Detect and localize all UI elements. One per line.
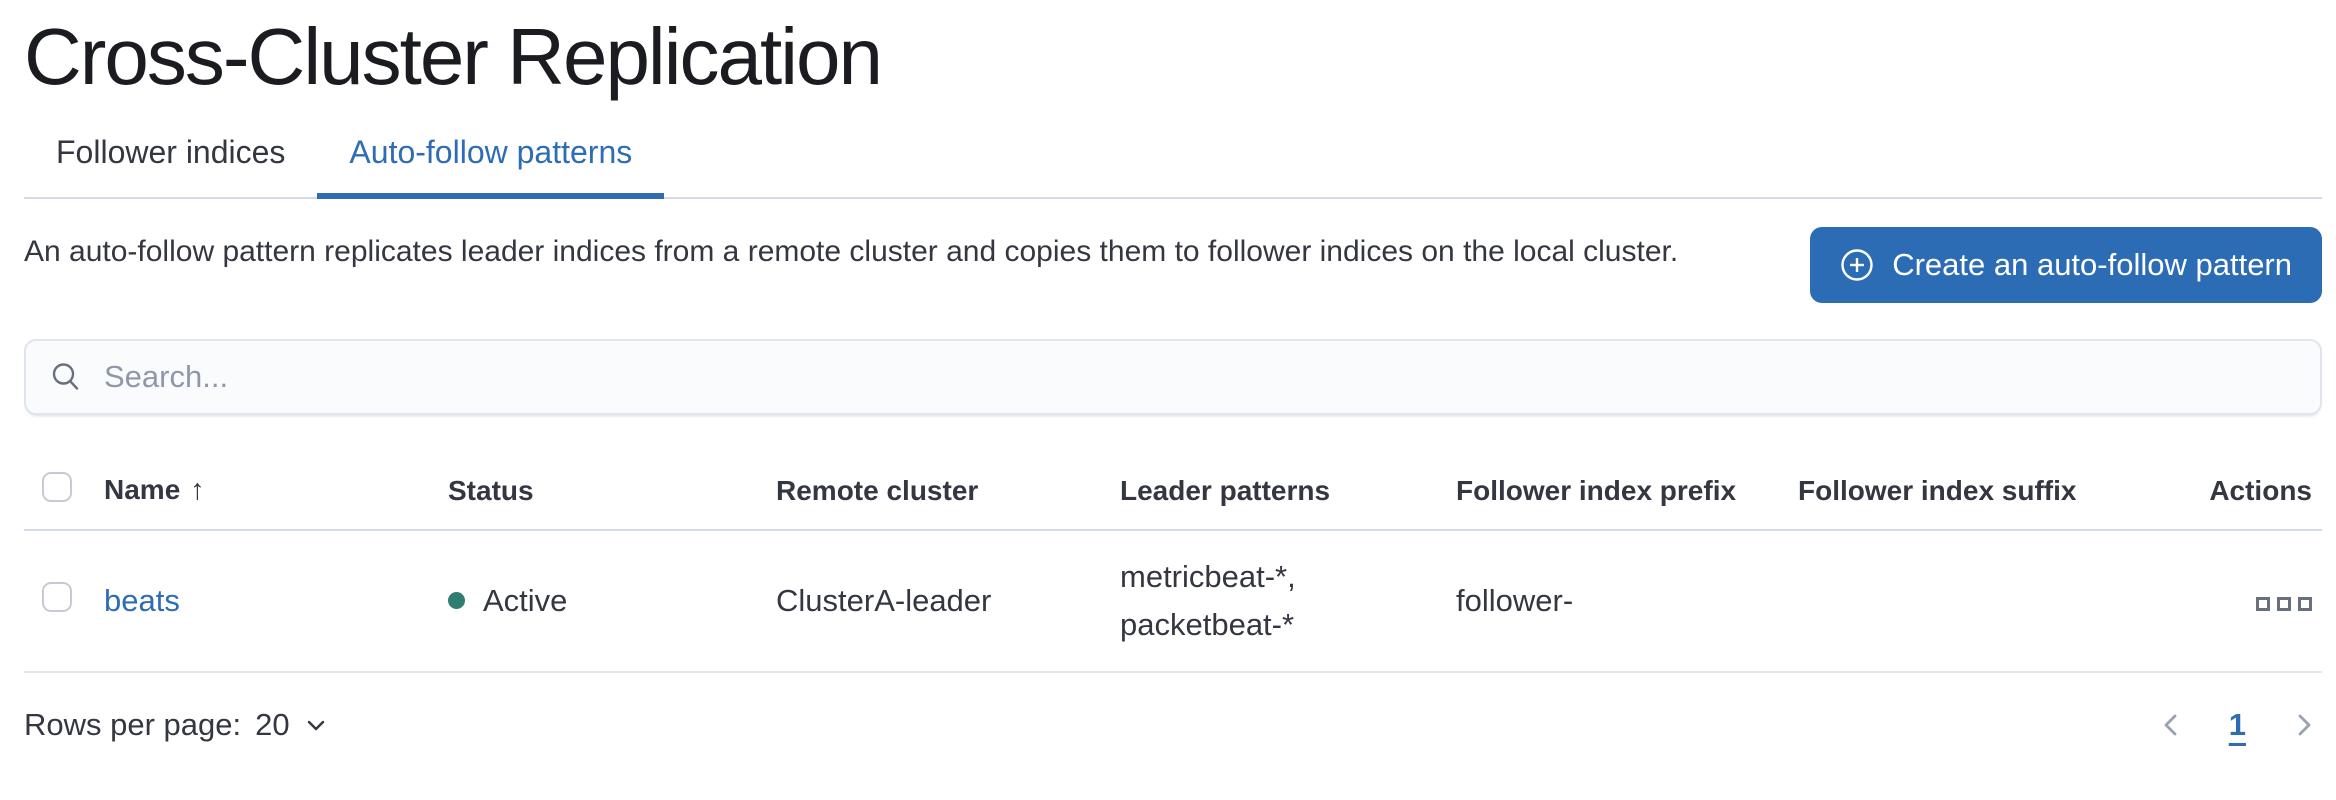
rows-per-page-label: Rows per page: [24, 706, 242, 742]
sort-ascending-icon: ↑ [190, 474, 205, 507]
column-header-name[interactable]: Name↑ [104, 474, 205, 507]
select-all-checkbox[interactable] [42, 472, 72, 503]
status-active-dot-icon [448, 592, 465, 610]
rows-per-page-value: 20 [255, 706, 290, 742]
pager: 1 [2157, 707, 2322, 743]
create-auto-follow-pattern-button[interactable]: Create an auto-follow pattern [1810, 226, 2322, 303]
create-button-label: Create an auto-follow pattern [1892, 246, 2292, 282]
search-bar [24, 338, 2322, 415]
search-input[interactable] [104, 358, 2296, 395]
table-row: beats Active ClusterA-leader metricbeat-… [24, 531, 2322, 673]
column-header-actions: Actions [2209, 474, 2312, 506]
column-header-follower-index-suffix: Follower index suffix [1798, 474, 2077, 506]
tab-auto-follow-patterns[interactable]: Auto-follow patterns [317, 134, 665, 199]
leader-patterns-value: metricbeat-*, packetbeat-* [1120, 558, 1296, 642]
follower-index-prefix-value: follower- [1456, 582, 1574, 618]
column-header-leader-patterns: Leader patterns [1120, 474, 1331, 506]
pattern-name-link[interactable]: beats [104, 582, 180, 618]
search-icon [50, 361, 82, 393]
auto-follow-patterns-table: Name↑ Status Remote cluster Leader patte… [24, 453, 2322, 673]
status-label: Active [483, 582, 568, 618]
chevron-down-icon [304, 713, 328, 737]
rows-per-page-button[interactable]: Rows per page: 20 [24, 707, 328, 743]
column-header-follower-index-prefix: Follower index prefix [1456, 474, 1737, 506]
select-row-checkbox[interactable] [42, 581, 72, 612]
section-header: An auto-follow pattern replicates leader… [24, 226, 2322, 303]
page-title: Cross-Cluster Replication [24, 12, 883, 101]
next-page-chevron-right-icon[interactable] [2290, 711, 2318, 739]
tab-follower-indices[interactable]: Follower indices [56, 133, 286, 170]
remote-cluster-value: ClusterA-leader [776, 582, 992, 618]
plus-in-circle-icon [1840, 248, 1874, 282]
column-header-status: Status [448, 474, 534, 506]
tab-bar: Follower indices Auto-follow patterns [24, 134, 2322, 199]
row-actions-boxes-horizontal-icon[interactable] [2256, 596, 2312, 611]
pagination-bar: Rows per page: 20 1 [24, 707, 2322, 743]
section-description: An auto-follow pattern replicates leader… [24, 234, 1679, 268]
column-header-remote-cluster: Remote cluster [776, 474, 979, 506]
table-header-row: Name↑ Status Remote cluster Leader patte… [24, 453, 2322, 531]
previous-page-chevron-left-icon[interactable] [2157, 711, 2185, 739]
page-number-1[interactable]: 1 [2228, 706, 2246, 742]
